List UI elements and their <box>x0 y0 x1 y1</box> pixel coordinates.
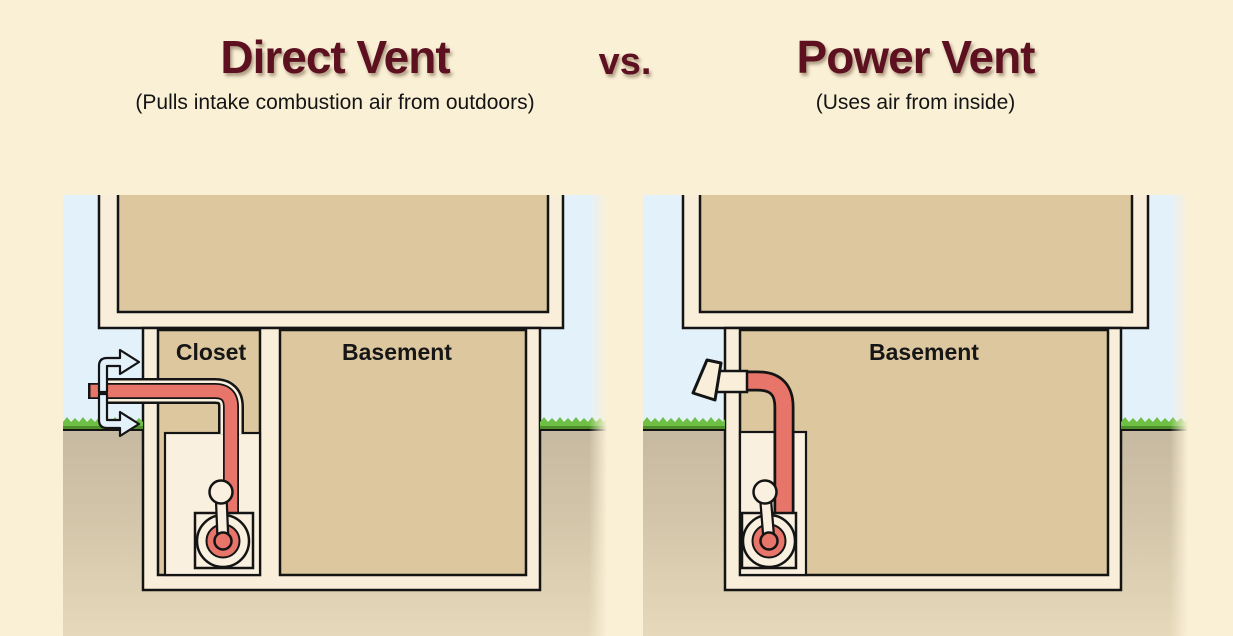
water-heater <box>740 479 798 570</box>
valve-knob-ball <box>752 479 778 505</box>
basement-label-right: Basement <box>869 339 979 365</box>
closet-label: Closet <box>176 339 247 365</box>
basement-room <box>278 328 528 577</box>
power-vent-diagram: Basement <box>643 195 1188 636</box>
direct-vent-header: Direct Vent (Pulls intake combustion air… <box>63 0 607 115</box>
burner-center <box>759 531 779 551</box>
exterior-vent-cap <box>691 358 723 402</box>
panel-edge-fade <box>1170 195 1188 636</box>
panel-edge-fade <box>589 195 607 636</box>
vent-pipe-exhaust <box>743 373 792 514</box>
basement-label-left: Basement <box>342 339 452 365</box>
valve-knob-ball <box>208 479 234 505</box>
intake-arrow-bottom <box>97 392 141 438</box>
direct-vent-diagram: Closet Basement <box>63 195 607 636</box>
power-vent-subtitle: (Uses air from inside) <box>815 91 1016 114</box>
upper-floor-interior <box>116 195 550 314</box>
intake-arrow-top <box>97 348 141 394</box>
vent-pipe-inner-exhaust <box>90 384 238 514</box>
vs-label: vs. <box>598 41 652 83</box>
water-heater <box>193 479 255 570</box>
burner-center <box>213 531 233 551</box>
grass-left <box>643 417 725 431</box>
direct-vent-subtitle: (Pulls intake combustion air from outdoo… <box>135 91 535 114</box>
vent-pipe <box>691 358 795 516</box>
power-vent-title: Power Vent <box>796 31 1036 83</box>
direct-vent-title: Direct Vent <box>220 31 450 83</box>
power-vent-header: Power Vent (Uses air from inside) <box>643 0 1188 115</box>
upper-floor-interior <box>698 195 1134 314</box>
vent-pipe <box>88 378 244 516</box>
